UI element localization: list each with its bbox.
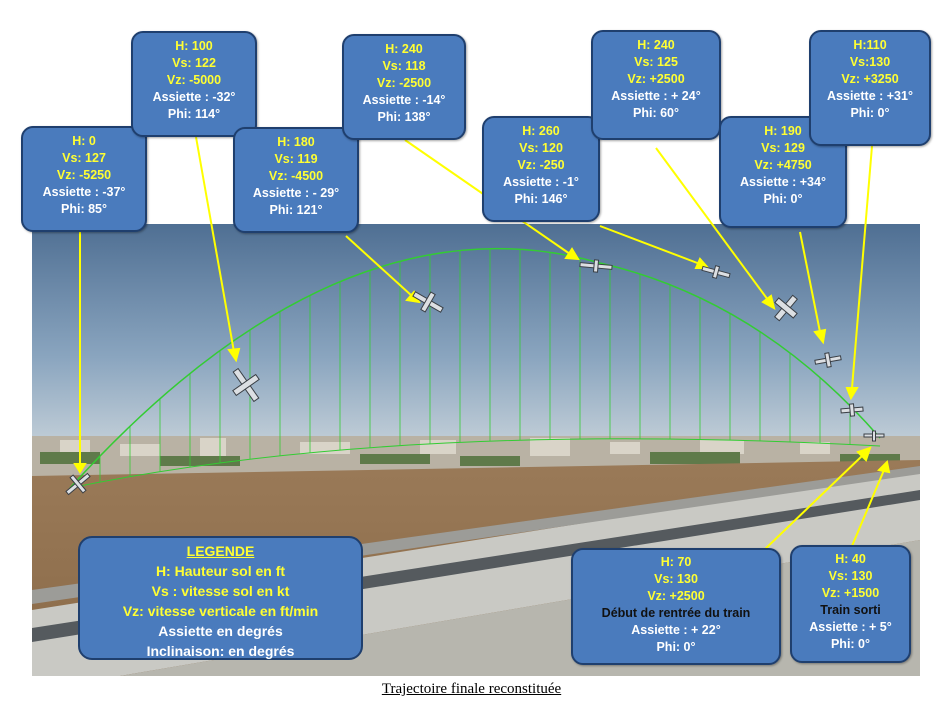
- aircraft-icon-4: [579, 259, 613, 273]
- legend-line-inclinaison: Inclinaison: en degrés: [146, 643, 295, 659]
- legend-line-vz: Vz: vitesse verticale en ft/min: [122, 603, 319, 619]
- legend-line-vs: Vs : vitesse sol en kt: [151, 583, 290, 599]
- pointer-h100: [195, 136, 235, 353]
- pointer-h180: [345, 235, 413, 297]
- aircraft-icon-9: [863, 430, 885, 442]
- aircraft-icon-2: [232, 367, 260, 403]
- pointer-h40: [851, 469, 885, 547]
- pointer-h190: [799, 231, 821, 333]
- aircraft-icon-7: [814, 352, 842, 368]
- legend-box: LEGENDE H: Hauteur sol en ft Vs : vitess…: [78, 536, 363, 660]
- pointer-h260: [599, 225, 701, 265]
- legend-title: LEGENDE: [186, 543, 255, 559]
- pointer-h70: [761, 455, 863, 553]
- aircraft-icon-1: [65, 472, 91, 496]
- pointer-h240b: [655, 147, 769, 301]
- legend-line-h: H: Hauteur sol en ft: [155, 563, 286, 579]
- aircraft-icon-3: [412, 291, 444, 313]
- aircraft-icon-6: [773, 294, 799, 322]
- legend-line-assiette: Assiette en degrés: [158, 623, 283, 639]
- figure-caption: Trajectoire finale reconstituée: [381, 681, 562, 697]
- aircraft-icon-8: [840, 403, 864, 417]
- pointer-h110: [851, 145, 873, 389]
- sky: [32, 224, 920, 446]
- aircraft-icon-5: [701, 265, 731, 279]
